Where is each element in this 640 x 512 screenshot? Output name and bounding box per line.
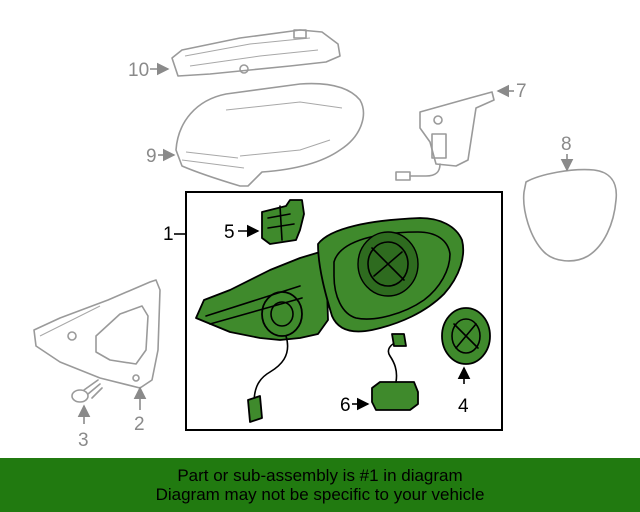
callout-6: 6 bbox=[340, 395, 370, 416]
sub-assembly-frame bbox=[185, 191, 503, 431]
mirror-cover-part-9[interactable] bbox=[175, 82, 365, 187]
svg-text:5: 5 bbox=[224, 222, 235, 243]
svg-text:2: 2 bbox=[134, 414, 145, 435]
svg-text:8: 8 bbox=[561, 134, 572, 155]
callout-4: 4 bbox=[457, 366, 471, 417]
callout-9: 9 bbox=[146, 146, 176, 167]
svg-text:7: 7 bbox=[516, 81, 527, 102]
trim-cover-part-2[interactable] bbox=[33, 279, 161, 389]
callout-7: 7 bbox=[496, 81, 527, 102]
mirror-assembly-part-1[interactable] bbox=[195, 217, 465, 423]
svg-text:9: 9 bbox=[146, 146, 157, 167]
svg-text:10: 10 bbox=[128, 60, 149, 81]
footer-banner: Part or sub-assembly is #1 in diagram Di… bbox=[0, 458, 640, 512]
actuator-part-5[interactable] bbox=[261, 199, 305, 245]
callout-5: 5 bbox=[224, 222, 260, 243]
callout-1: 1 bbox=[163, 224, 186, 245]
parts-diagram: 10 9 7 8 2 bbox=[33, 29, 618, 451]
mirror-glass-part-8[interactable] bbox=[522, 168, 618, 262]
callout-10: 10 bbox=[128, 60, 170, 81]
svg-text:6: 6 bbox=[340, 395, 351, 416]
harness-module-part-6[interactable] bbox=[371, 333, 419, 411]
svg-text:4: 4 bbox=[458, 396, 469, 417]
callout-3: 3 bbox=[77, 404, 91, 451]
callout-8: 8 bbox=[560, 134, 574, 172]
screw-part-3[interactable] bbox=[71, 379, 103, 403]
footer-line-2: Diagram may not be specific to your vehi… bbox=[155, 485, 485, 504]
svg-text:1: 1 bbox=[163, 224, 174, 245]
svg-text:3: 3 bbox=[78, 430, 89, 451]
callout-2: 2 bbox=[133, 386, 147, 435]
turn-signal-part-10[interactable] bbox=[171, 29, 341, 77]
mounting-bracket-part-7[interactable] bbox=[395, 91, 495, 181]
footer-line-1: Part or sub-assembly is #1 in diagram bbox=[177, 466, 463, 485]
puddle-lamp-part-4[interactable] bbox=[441, 307, 491, 365]
